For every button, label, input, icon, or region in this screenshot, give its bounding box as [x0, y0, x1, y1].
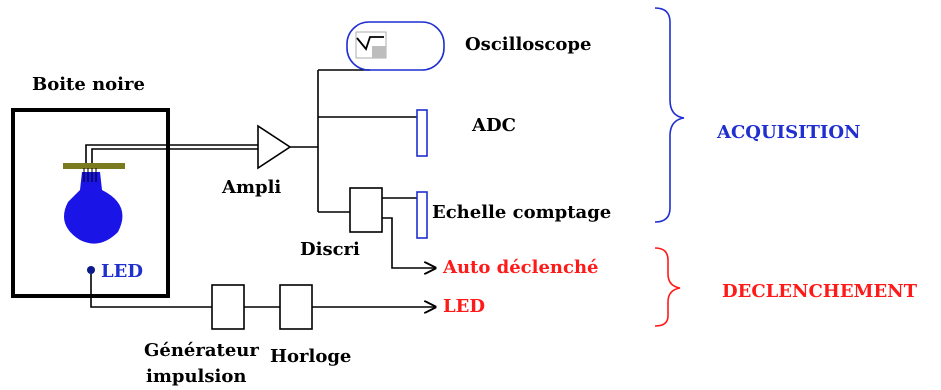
auto-trigger-wire: [382, 217, 435, 268]
echelle-label: Echelle comptage: [432, 202, 611, 223]
declenchement-label: DECLENCHEMENT: [722, 281, 918, 302]
oscilloscope-trace-icon: [355, 31, 387, 59]
pmt-signal-wire-2: [91, 148, 258, 163]
acquisition-brace: [654, 7, 685, 223]
led-drive-wire: [90, 274, 212, 308]
led-output-label: LED: [443, 296, 485, 317]
oscilloscope-label: Oscilloscope: [465, 34, 591, 55]
horloge-label: Horloge: [270, 346, 351, 367]
acquisition-label: ACQUISITION: [716, 122, 860, 143]
led-indicator-icon: [87, 266, 95, 274]
clock-box: [279, 284, 313, 330]
discri-label: Discri: [300, 239, 360, 260]
generateur-label-line2: impulsion: [146, 366, 246, 387]
oscilloscope-box: [346, 21, 445, 71]
auto-declenche-label: Auto déclenché: [442, 257, 599, 278]
photomultiplier-icon: [63, 163, 125, 244]
led-inside-label: LED: [101, 261, 143, 282]
echelle-box: [416, 191, 428, 239]
pmt-signal-wire: [85, 144, 258, 163]
discriminator-box: [349, 187, 383, 233]
ampli-label: Ampli: [221, 177, 281, 198]
amplifier-triangle: [257, 124, 292, 170]
adc-box: [416, 109, 428, 157]
generateur-label-line1: Générateur: [144, 340, 259, 361]
black-box-label: Boite noire: [32, 74, 145, 95]
adc-label: ADC: [471, 115, 516, 136]
declenchement-brace: [654, 247, 681, 327]
pulse-generator-box: [211, 284, 245, 330]
